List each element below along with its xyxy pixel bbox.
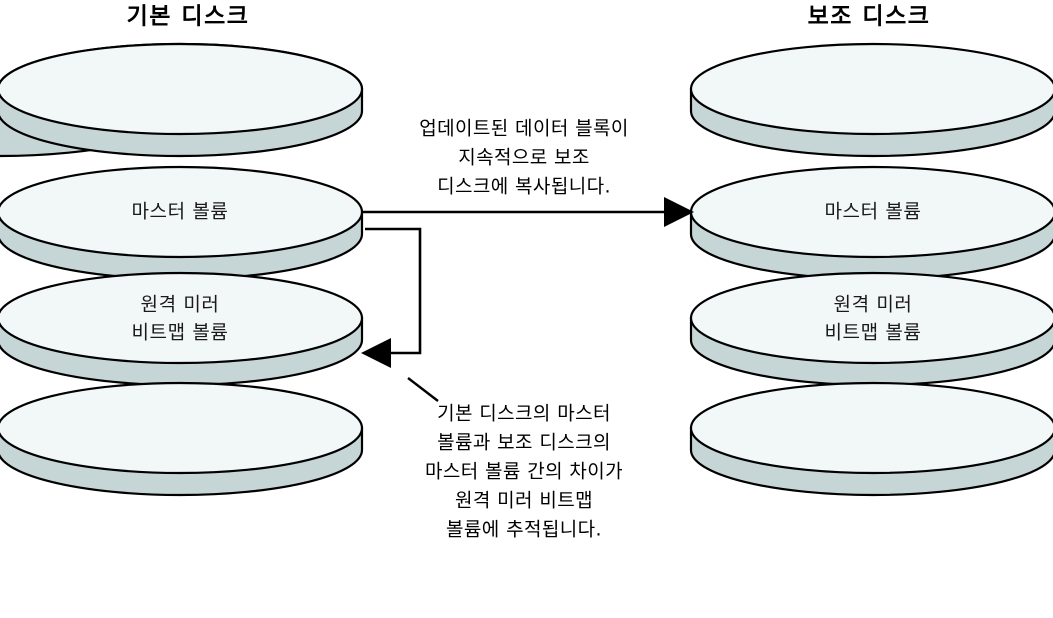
replication-arrow-head [664,197,694,227]
replication-annotation-line-1: 업데이트된 데이터 블록이 [419,118,629,140]
bitmap-annotation-line-2: 볼륨과 보조 디스크의 [437,432,611,454]
primary-disk-title: 기본 디스크 [127,4,250,30]
primary-bitmap-volume-label-line2: 비트맵 볼륨 [131,322,228,344]
secondary-bitmap-volume-label-line2: 비트맵 볼륨 [824,322,921,344]
primary-platter-master-volume: 마스터 볼륨 [0,165,364,281]
platter-top-surface [0,381,364,475]
secondary-platter-master-volume: 마스터 볼륨 [689,165,1053,281]
secondary-disk-title: 보조 디스크 [808,4,931,30]
bitmap-annotation-line-1: 기본 디스크의 마스터 [437,403,611,425]
bitmap-return-arrow-path [365,227,422,355]
primary-platter-4 [0,381,364,497]
secondary-platter-bitmap-volume: 원격 미러 비트맵 볼륨 [689,271,1053,387]
secondary-master-volume-label: 마스터 볼륨 [824,201,921,223]
replication-arrow [362,197,694,227]
platter-top-surface [689,381,1053,475]
bitmap-tracking-annotation: 기본 디스크의 마스터 볼륨과 보조 디스크의 마스터 볼륨 간의 차이가 원격… [425,403,623,541]
bitmap-annotation-line-4: 원격 미러 비트맵 [455,490,593,512]
bitmap-annotation-line-3: 마스터 볼륨 간의 차이가 [425,461,623,483]
replication-annotation-line-2: 지속적으로 보조 [458,147,590,169]
primary-platter-bitmap-volume: 원격 미러 비트맵 볼륨 [0,271,364,387]
bitmap-return-arrow [361,227,422,368]
primary-master-volume-label: 마스터 볼륨 [131,201,228,223]
bitmap-annotation-callout-line [407,377,439,402]
primary-platter-1 [0,42,364,158]
secondary-disk-stack: 마스터 볼륨 원격 미러 비트맵 볼륨 [689,42,1053,497]
platter-top-surface [689,42,1053,136]
secondary-bitmap-volume-label-line1: 원격 미러 [834,294,913,316]
secondary-platter-4 [689,381,1053,497]
secondary-platter-1 [689,42,1053,158]
platter-top-surface [0,271,364,365]
replication-annotation-line-3: 디스크에 복사됩니다. [437,176,611,198]
bitmap-return-arrow-head [361,338,391,368]
primary-disk-stack: 마스터 볼륨 원격 미러 비트맵 볼륨 [0,42,364,497]
replication-annotation: 업데이트된 데이터 블록이 지속적으로 보조 디스크에 복사됩니다. [419,118,629,198]
bitmap-annotation-line-5: 볼륨에 추적됩니다. [446,519,602,541]
platter-top-surface [0,42,364,136]
platter-top-surface [689,271,1053,365]
primary-bitmap-volume-label-line1: 원격 미러 [141,294,220,316]
